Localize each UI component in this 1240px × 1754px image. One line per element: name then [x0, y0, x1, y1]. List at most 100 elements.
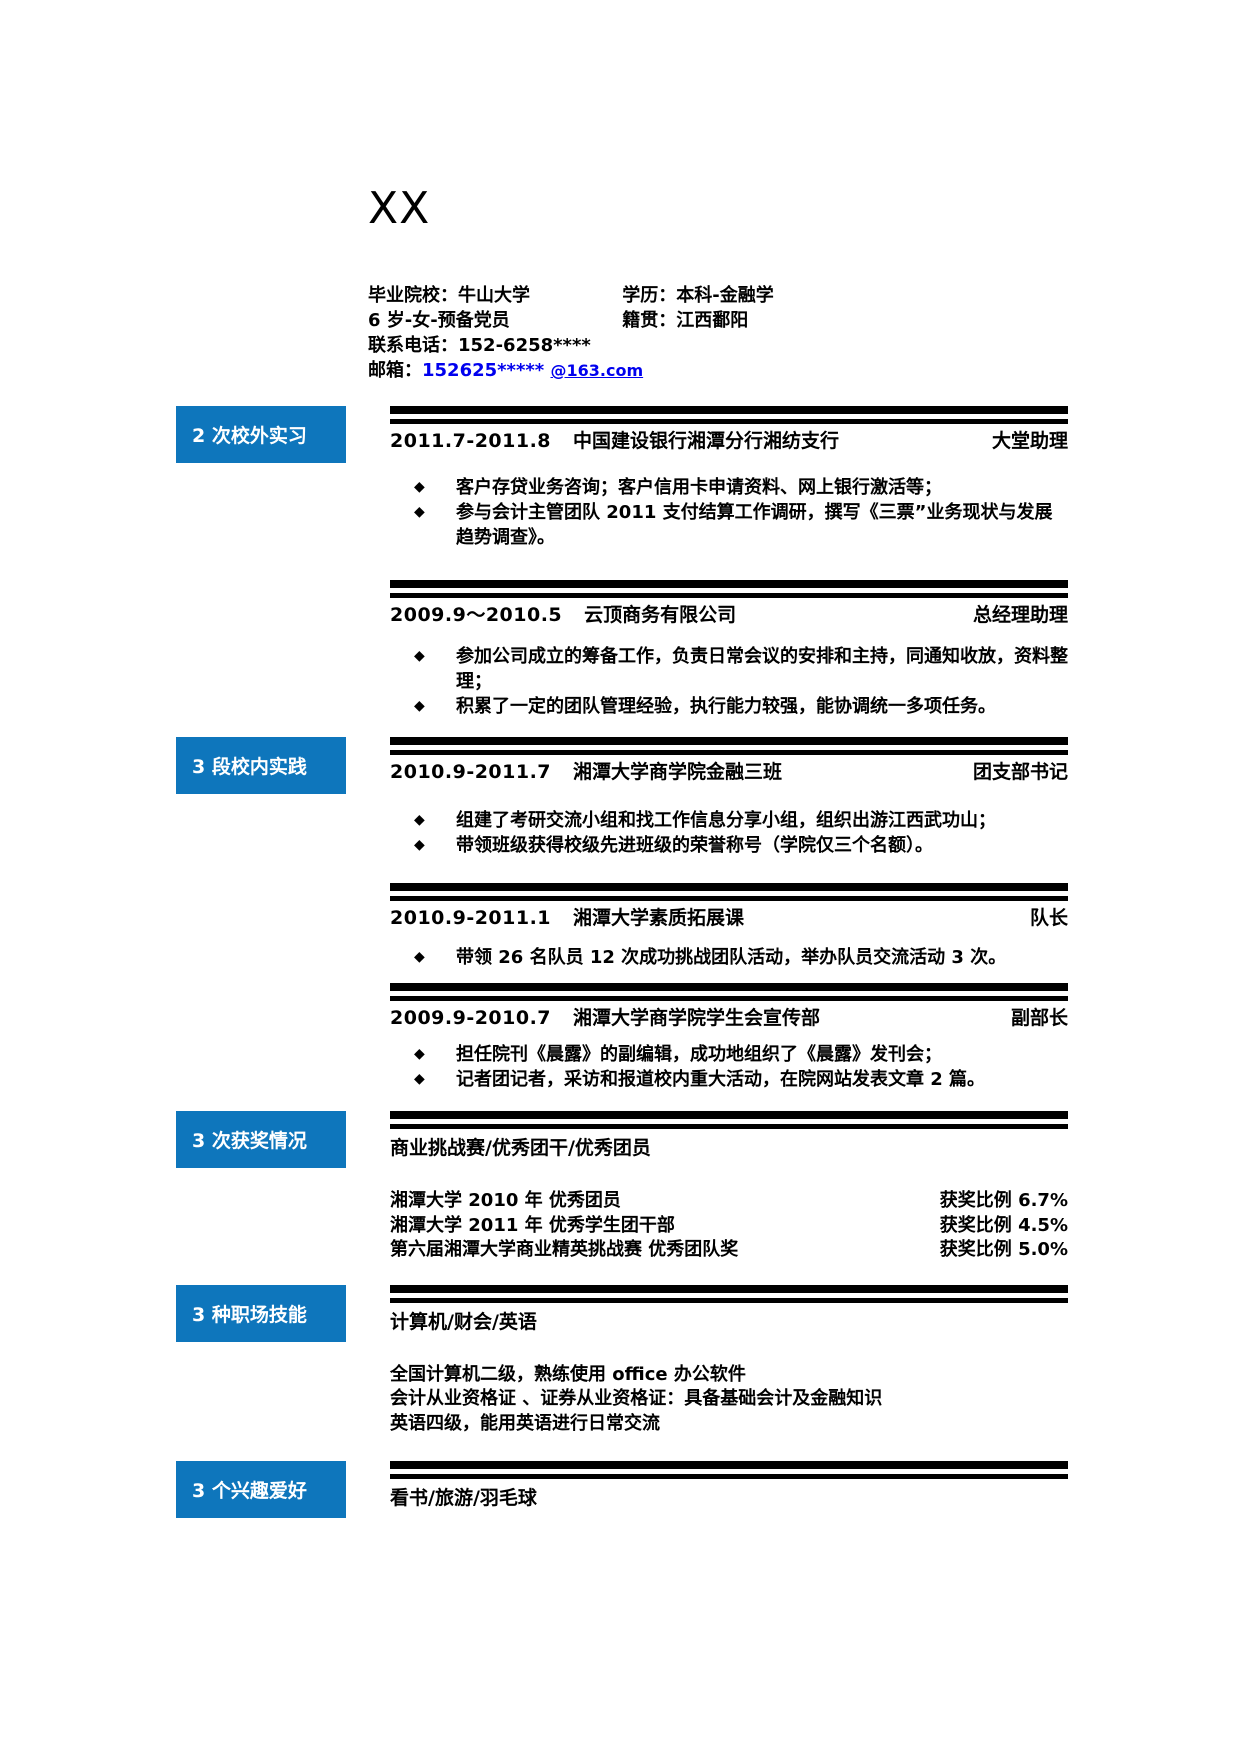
age-gender-field: 6 岁-女-预备党员 — [368, 310, 510, 331]
diamond-bullet-icon: ◆ — [414, 812, 425, 828]
entry-bullets-row: ◆ 担任院刊《晨露》的副编辑，成功地组织了《晨露》发刊会； ◆ 记者团记者，采访… — [0, 1042, 1240, 1092]
bullet-text: 参与会计主管团队 2011 支付结算工作调研，撰写《三票”业务现状与发展趋势调查… — [456, 502, 1053, 548]
email-user-value: 152625***** — [422, 360, 545, 381]
info-line-education: 毕业院校：牛山大学 学历：本科-金融学 — [368, 283, 1240, 308]
entry-date: 2009.9～2010.5 — [390, 604, 563, 626]
diamond-bullet-icon: ◆ — [414, 698, 425, 714]
diamond-bullet-icon: ◆ — [414, 1071, 425, 1087]
award-item: 湘潭大学 2011 年 优秀学生团干部 获奖比例 4.5% — [390, 1214, 1068, 1239]
award-ratio: 获奖比例 6.7% — [939, 1190, 1068, 1211]
bullet-item: ◆ 积累了一定的团队管理经验，执行能力较强，能协调统一多项任务。 — [390, 694, 1068, 719]
award-ratio: 获奖比例 4.5% — [939, 1214, 1068, 1236]
entry-title: 2010.9-2011.7 湘潭大学商学院金融三班 团支部书记 — [390, 759, 1068, 786]
entry-header-row: 2010.9-2011.1 湘潭大学素质拓展课 队长 — [0, 883, 1240, 932]
entry-date: 2010.9-2011.7 — [390, 761, 552, 783]
entry-bullets-row: ◆ 带领 26 名队员 12 次成功挑战团队活动，举办队员交流活动 3 次。 — [0, 945, 1240, 970]
phone-field: 联系电话：152-6258**** — [368, 335, 591, 356]
awards-heading: 商业挑战赛/优秀团干/优秀团员 — [390, 1137, 651, 1159]
skills-heading: 计算机/财会/英语 — [390, 1310, 537, 1333]
entry-organization: 湘潭大学商学院学生会宣传部 — [573, 1007, 821, 1029]
sidebar-label-internship: 2 次校外实习 — [176, 406, 346, 463]
section-divider — [390, 580, 1068, 598]
entry-date: 2010.9-2011.1 — [390, 907, 552, 929]
awards-list-row: 湘潭大学 2010 年 优秀团员 获奖比例 6.7% 湘潭大学 2011 年 优… — [0, 1189, 1240, 1263]
section-divider — [390, 883, 1068, 901]
entry-date: 2009.9-2010.7 — [390, 1007, 552, 1029]
award-item: 湘潭大学 2010 年 优秀团员 获奖比例 6.7% — [390, 1189, 1068, 1214]
skill-item: 会计从业资格证 、证券从业资格证：具备基础会计及金融知识 — [390, 1388, 883, 1409]
bullet-item: ◆ 带领 26 名队员 12 次成功挑战团队活动，举办队员交流活动 3 次。 — [390, 945, 1068, 970]
bullet-item: ◆ 客户存贷业务咨询；客户信用卡申请资料、网上银行激活等； — [390, 475, 1068, 500]
award-ratio: 获奖比例 5.0% — [939, 1239, 1068, 1260]
bullet-text: 积累了一定的团队管理经验，执行能力较强，能协调统一多项任务。 — [456, 696, 996, 717]
email-domain-link[interactable]: @163.com — [550, 361, 644, 380]
entry-organization: 湘潭大学素质拓展课 — [573, 907, 745, 929]
award-name: 湘潭大学 2011 年 优秀学生团干部 — [390, 1214, 675, 1236]
section-skills-header-row: 3 种职场技能 计算机/财会/英语 — [0, 1284, 1240, 1342]
entry-date: 2011.7-2011.8 — [390, 430, 552, 452]
diamond-bullet-icon: ◆ — [414, 1046, 425, 1062]
candidate-name: XX — [368, 183, 431, 234]
origin-field: 籍贯：江西鄱阳 — [622, 310, 749, 331]
bullet-text: 担任院刊《晨露》的副编辑，成功地组织了《晨露》发刊会； — [456, 1044, 942, 1065]
bullet-text: 带领班级获得校级先进班级的荣誉称号（学院仅三个名额）。 — [456, 835, 933, 856]
entry-role: 副部长 — [1010, 1007, 1068, 1029]
bullet-item: ◆ 记者团记者，采访和报道校内重大活动，在院网站发表文章 2 篇。 — [390, 1067, 1068, 1092]
sidebar-label-campus: 3 段校内实践 — [176, 737, 346, 794]
skill-item: 全国计算机二级，熟练使用 office 办公软件 — [390, 1363, 746, 1385]
entry-title: 2011.7-2011.8 中国建设银行湘潭分行湘纺支行 大堂助理 — [390, 428, 1068, 455]
sidebar-label-hobbies: 3 个兴趣爱好 — [176, 1461, 346, 1518]
section-divider — [390, 1284, 1068, 1303]
bullet-item: ◆ 参与会计主管团队 2011 支付结算工作调研，撰写《三票”业务现状与发展趋势… — [390, 500, 1068, 550]
award-name: 湘潭大学 2010 年 优秀团员 — [390, 1190, 621, 1211]
section-internship-header-row: 2 次校外实习 2011.7-2011.8 中国建设银行湘潭分行湘纺支行 大堂助… — [0, 406, 1240, 463]
section-campus-header-row: 3 段校内实践 2010.9-2011.7 湘潭大学商学院金融三班 团支部书记 — [0, 737, 1240, 794]
section-awards-header-row: 3 次获奖情况 商业挑战赛/优秀团干/优秀团员 — [0, 1111, 1240, 1168]
entry-header-row: 2009.9～2010.5 云顶商务有限公司 总经理助理 — [0, 580, 1240, 629]
section-divider — [390, 1111, 1068, 1129]
bullet-item: ◆ 担任院刊《晨露》的副编辑，成功地组织了《晨露》发刊会； — [390, 1042, 1068, 1067]
bullet-item: ◆ 带领班级获得校级先进班级的荣誉称号（学院仅三个名额）。 — [390, 833, 1068, 858]
diamond-bullet-icon: ◆ — [414, 949, 425, 965]
info-line-email: 邮箱：152625***** @163.com — [368, 358, 1240, 383]
section-divider — [390, 983, 1068, 1001]
entry-role: 大堂助理 — [991, 430, 1068, 452]
entry-role: 队长 — [1029, 907, 1068, 929]
info-line-phone: 联系电话：152-6258**** — [368, 333, 1240, 358]
school-field: 毕业院校：牛山大学 — [368, 285, 530, 306]
section-divider — [390, 1461, 1068, 1479]
diamond-bullet-icon: ◆ — [414, 479, 425, 495]
email-label: 邮箱： — [368, 360, 422, 381]
hobbies-heading: 看书/旅游/羽毛球 — [390, 1487, 537, 1509]
diamond-bullet-icon: ◆ — [414, 837, 425, 853]
section-divider — [390, 406, 1068, 424]
bullet-item: ◆ 组建了考研交流小组和找工作信息分享小组，组织出游江西武功山； — [390, 808, 1068, 833]
bullet-text: 客户存贷业务咨询；客户信用卡申请资料、网上银行激活等； — [456, 477, 942, 498]
diamond-bullet-icon: ◆ — [414, 504, 425, 520]
entry-title: 2009.9-2010.7 湘潭大学商学院学生会宣传部 副部长 — [390, 1005, 1068, 1032]
entry-role: 团支部书记 — [972, 761, 1068, 783]
sidebar-label-awards: 3 次获奖情况 — [176, 1111, 346, 1168]
entry-header-row: 2009.9-2010.7 湘潭大学商学院学生会宣传部 副部长 — [0, 983, 1240, 1032]
entry-organization: 湘潭大学商学院金融三班 — [573, 761, 783, 783]
entry-title: 2009.9～2010.5 云顶商务有限公司 总经理助理 — [390, 602, 1068, 629]
entry-bullets-row: ◆ 组建了考研交流小组和找工作信息分享小组，组织出游江西武功山； ◆ 带领班级获… — [0, 808, 1240, 858]
diamond-bullet-icon: ◆ — [414, 648, 425, 664]
info-line-personal: 6 岁-女-预备党员 籍贯：江西鄱阳 — [368, 308, 1240, 333]
section-divider — [390, 737, 1068, 755]
bullet-item: ◆ 参加公司成立的筹备工作，负责日常会议的安排和主持，同通知收放，资料整理； — [390, 644, 1068, 694]
bullet-text: 参加公司成立的筹备工作，负责日常会议的安排和主持，同通知收放，资料整理； — [456, 646, 1068, 692]
degree-field: 学历：本科-金融学 — [622, 285, 774, 306]
personal-info-block: 毕业院校：牛山大学 学历：本科-金融学 6 岁-女-预备党员 籍贯：江西鄱阳 联… — [368, 283, 1240, 383]
bullet-text: 记者团记者，采访和报道校内重大活动，在院网站发表文章 2 篇。 — [456, 1069, 986, 1090]
entry-bullets-row: ◆ 客户存贷业务咨询；客户信用卡申请资料、网上银行激活等； ◆ 参与会计主管团队… — [0, 475, 1240, 550]
bullet-text: 带领 26 名队员 12 次成功挑战团队活动，举办队员交流活动 3 次。 — [456, 947, 1007, 968]
section-hobbies-header-row: 3 个兴趣爱好 看书/旅游/羽毛球 — [0, 1461, 1240, 1518]
skill-item: 英语四级，能用英语进行日常交流 — [390, 1412, 660, 1434]
award-name: 第六届湘潭大学商业精英挑战赛 优秀团队奖 — [390, 1239, 739, 1260]
award-item: 第六届湘潭大学商业精英挑战赛 优秀团队奖 获奖比例 5.0% — [390, 1238, 1068, 1263]
bullet-text: 组建了考研交流小组和找工作信息分享小组，组织出游江西武功山； — [456, 810, 996, 831]
entry-organization: 云顶商务有限公司 — [584, 604, 737, 626]
entry-bullets-row: ◆ 参加公司成立的筹备工作，负责日常会议的安排和主持，同通知收放，资料整理； ◆… — [0, 644, 1240, 719]
